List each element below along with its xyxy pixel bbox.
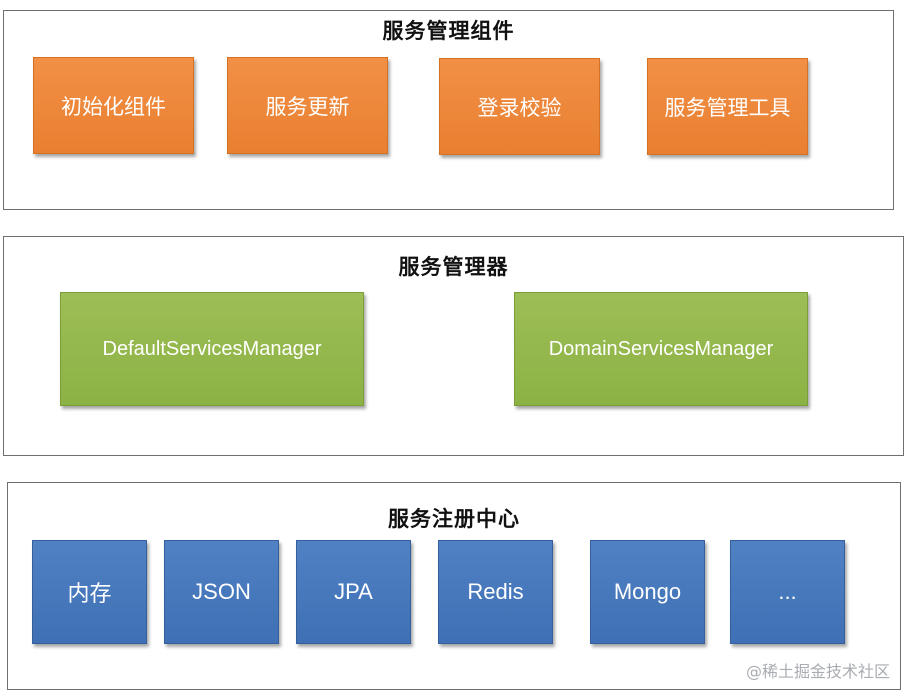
init-component-box: 初始化组件 (33, 57, 194, 154)
domain-services-manager-box: DomainServicesManager (514, 292, 808, 406)
ellipsis-box: ... (730, 540, 845, 644)
service-managers-layer: 服务管理器 DefaultServicesManager DomainServi… (3, 236, 904, 456)
jpa-box: JPA (296, 540, 411, 644)
service-registry-layer: 服务注册中心 内存 JSON JPA Redis Mongo ... (7, 482, 901, 690)
watermark: @稀土掘金技术社区 (745, 662, 890, 681)
default-services-manager-box: DefaultServicesManager (60, 292, 364, 406)
service-mgmt-tool-box: 服务管理工具 (647, 58, 808, 155)
service-managers-title: 服务管理器 (398, 255, 509, 279)
json-box: JSON (164, 540, 279, 644)
service-update-box: 服务更新 (227, 57, 388, 154)
service-components-layer: 服务管理组件 初始化组件 服务更新 登录校验 服务管理工具 (3, 10, 894, 210)
redis-box: Redis (438, 540, 553, 644)
memory-box: 内存 (32, 540, 147, 644)
service-registry-title: 服务注册中心 (388, 507, 520, 531)
login-check-box: 登录校验 (439, 58, 600, 155)
mongo-box: Mongo (590, 540, 705, 644)
service-components-title: 服务管理组件 (382, 19, 515, 43)
